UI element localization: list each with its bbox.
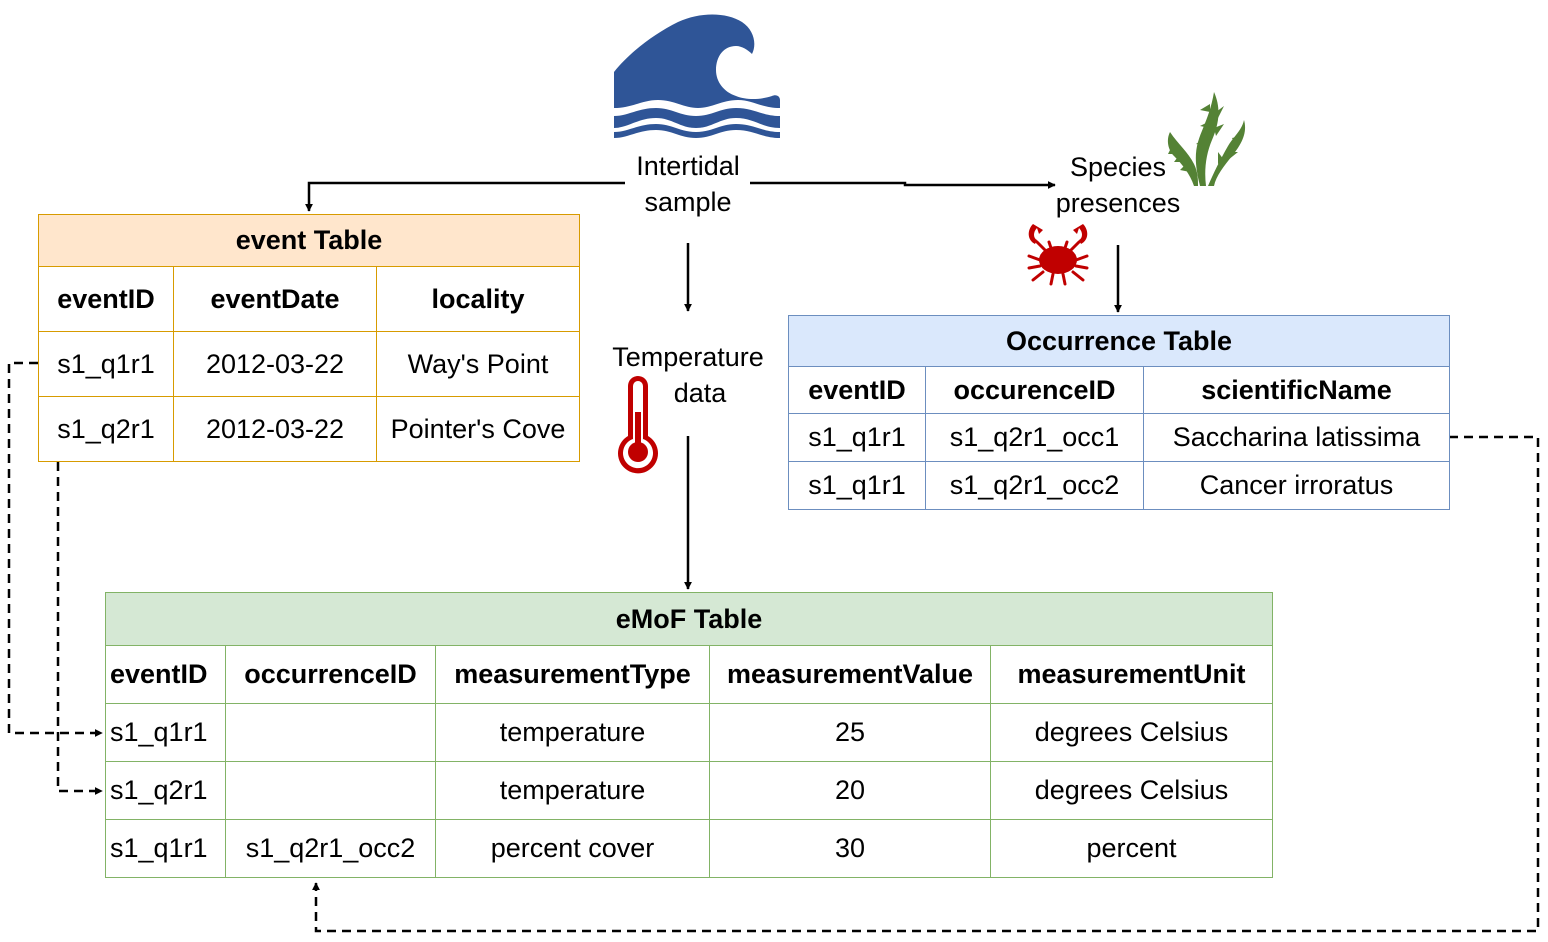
table-cell: s1_q1r1 — [38, 331, 174, 397]
node-intertidal-sample: Intertidal sample — [618, 148, 758, 220]
table-title: event Table — [38, 214, 580, 267]
wave-icon — [614, 14, 780, 138]
node-label-line: sample — [644, 187, 732, 217]
table-cell: s1_q1r1 — [105, 703, 226, 762]
table-cell: Saccharina latissima — [1143, 413, 1450, 462]
column-header: measurementUnit — [990, 645, 1273, 704]
table-title: eMoF Table — [105, 592, 1273, 646]
table-cell: 30 — [709, 819, 991, 878]
node-label-line: Species — [1069, 152, 1167, 182]
table-cell: 2012-03-22 — [173, 331, 377, 397]
table-cell: Cancer irroratus — [1143, 461, 1450, 510]
link-occurrence-to-emof-row3 — [312, 435, 1540, 933]
table-cell: s1_q2r1 — [38, 396, 174, 462]
node-label-line: data — [673, 378, 727, 408]
link-event-row1-to-emof-row1 — [7, 361, 103, 737]
table-cell: s1_q1r1 — [105, 819, 226, 878]
table-title: Occurrence Table — [788, 315, 1450, 367]
link-event-row2-to-emof-row2 — [56, 462, 103, 795]
column-header: occurenceID — [925, 366, 1144, 414]
column-header: eventDate — [173, 266, 377, 332]
table-cell: s1_q2r1_occ1 — [925, 413, 1144, 462]
column-header: occurrenceID — [225, 645, 436, 704]
node-label-line: presences — [1055, 188, 1181, 218]
table-row: s1_q1r1 2012-03-22 Way's Point — [38, 331, 580, 397]
crab-icon — [1027, 224, 1089, 286]
table-cell: percent — [990, 819, 1273, 878]
event-table: event Table eventID eventDate locality s… — [38, 214, 580, 462]
table-cell: s1_q1r1 — [788, 461, 926, 510]
table-row: s1_q2r1 2012-03-22 Pointer's Cove — [38, 396, 580, 462]
table-cell: s1_q1r1 — [788, 413, 926, 462]
table-cell: degrees Celsius — [990, 703, 1273, 762]
occurrence-table: Occurrence Table eventID occurenceID sci… — [788, 315, 1450, 510]
table-cell: temperature — [435, 703, 710, 762]
table-row: s1_q1r1 s1_q2r1_occ2 percent cover 30 pe… — [105, 819, 1273, 878]
table-cell: s1_q2r1_occ2 — [925, 461, 1144, 510]
arrow-sample-to-species — [750, 181, 1056, 189]
table-cell: Way's Point — [376, 331, 580, 397]
table-cell — [225, 703, 436, 762]
node-label-line: Intertidal — [636, 151, 740, 181]
column-header: measurementValue — [709, 645, 991, 704]
column-header: eventID — [788, 366, 926, 414]
node-temperature-data: Temperature data — [600, 339, 776, 411]
table-cell: s1_q2r1_occ2 — [225, 819, 436, 878]
table-cell: percent cover — [435, 819, 710, 878]
table-row: s1_q1r1 s1_q2r1_occ2 Cancer irroratus — [788, 461, 1450, 510]
table-cell: 20 — [709, 761, 991, 820]
table-row: s1_q1r1 temperature 25 degrees Celsius — [105, 703, 1273, 762]
arrow-sample-to-event — [305, 181, 625, 212]
table-cell: s1_q2r1 — [105, 761, 226, 820]
table-cell: 2012-03-22 — [173, 396, 377, 462]
emof-table: eMoF Table eventID occurrenceID measurem… — [105, 592, 1273, 878]
seaweed-icon — [1167, 92, 1246, 186]
node-species-presences: Species presences — [1040, 149, 1196, 221]
column-header: eventID — [38, 266, 174, 332]
thermometer-icon — [618, 376, 658, 474]
column-header: scientificName — [1143, 366, 1450, 414]
table-row: s1_q2r1 temperature 20 degrees Celsius — [105, 761, 1273, 820]
node-label-line: Temperature — [612, 342, 764, 372]
column-header: measurementType — [435, 645, 710, 704]
table-row: s1_q1r1 s1_q2r1_occ1 Saccharina latissim… — [788, 413, 1450, 462]
table-cell: Pointer's Cove — [376, 396, 580, 462]
table-cell: 25 — [709, 703, 991, 762]
column-header: locality — [376, 266, 580, 332]
column-header: eventID — [105, 645, 226, 704]
table-cell — [225, 761, 436, 820]
table-cell: degrees Celsius — [990, 761, 1273, 820]
table-cell: temperature — [435, 761, 710, 820]
